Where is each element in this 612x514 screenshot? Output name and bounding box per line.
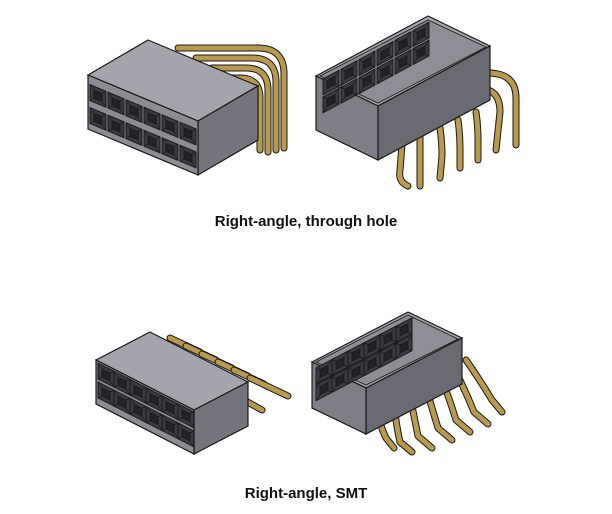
th-rear-connector xyxy=(314,15,520,190)
smt-rear-connector xyxy=(310,311,506,456)
th-rear-pins xyxy=(396,66,520,190)
caption-smt: Right-angle, SMT xyxy=(244,485,368,502)
caption-through-hole: Right-angle, through hole xyxy=(214,213,398,230)
smt-front-connector xyxy=(94,331,292,455)
th-front-connector xyxy=(86,39,288,177)
smt-front-pins xyxy=(166,334,292,414)
